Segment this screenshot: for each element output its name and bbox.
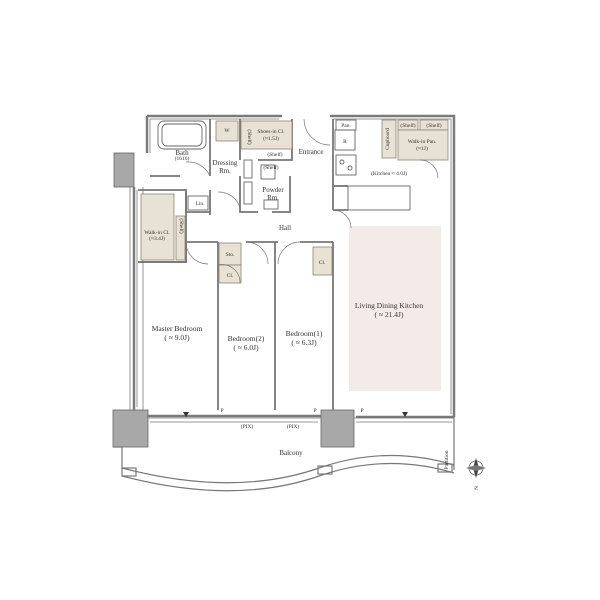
label-ldk: Living Dining Kitchen [355,301,424,310]
label-bath-size: (1616) [175,155,190,162]
label-closet-cl2: Cl. [319,260,326,266]
label-bedroom2: Bedroom(2) [228,334,265,343]
label-bedroom1-size: ( ≈ 6.3J) [291,338,317,347]
label-balcony: Balcony [279,449,303,457]
column-bottom-mid [320,409,355,448]
label-shelf-wic-side: (Shelf) [178,218,185,233]
label-dressing-rm: Rm. [219,167,231,175]
powder-fixtures [187,159,279,211]
bathtub [157,120,207,150]
label-w: W [224,128,230,134]
label-dressing: Dressing [213,159,238,167]
column-bottom-left [112,409,149,448]
label-shelf-shoe: (Shelf) [267,151,282,158]
label-cupboard: Cupboard [385,128,391,150]
label-kitchen: (Kitchen ≈ 4.0J) [371,170,407,177]
storage-areas [140,119,449,284]
label-closet-cl1: Cl. [227,273,234,279]
label-pix-right: (PIX) [287,423,300,430]
compass-north-label: N [474,486,480,490]
label-shelf-powder: (Shelf) [263,164,278,171]
label-master-bedroom-size: ( ≈ 9.0J) [164,333,190,342]
label-master-bedroom: Master Bedroom [152,324,203,333]
label-p3: P [360,408,363,414]
label-pantry: Pan. [341,123,351,129]
label-shelf-shoe-side: (Shelf) [246,129,253,144]
label-partition: Partition [444,450,450,469]
kitchen-counter [334,119,411,211]
label-ldk-size: ( ≈ 21.4J) [375,310,404,319]
label-bath: Bath [175,149,189,157]
column-top-left [113,152,135,188]
label-shelf-wic2: (Shelf) [426,122,441,129]
label-pix-left: (PIX) [241,423,254,430]
ldk-floor-highlight [349,226,441,391]
label-walkin-pantry: Walk-in Pan. [408,139,437,145]
label-shelf-wic1: (Shelf) [400,122,415,129]
window-arrow-right [402,412,408,417]
label-powder: Powder [262,186,284,194]
label-walkin-closet: Walk-in Cl. [144,230,170,236]
label-bedroom1: Bedroom(1) [286,329,323,338]
label-walkin-closet-size: (≈3.4J) [149,235,165,242]
interior-walls [138,119,348,410]
label-hall: Hall [279,224,291,232]
label-entrance: Entrance [299,148,324,156]
label-p1: P [220,408,223,414]
label-shoe-closet: Shoes-in Cl. [257,129,285,135]
label-shoe-closet-size: (≈1.5J) [263,135,279,142]
label-walkin-pantry-size: (≈1J) [416,145,428,152]
label-refrigerator: R [343,139,347,145]
label-p2: P [313,408,316,414]
label-storage: Sto. [226,252,235,258]
north-compass-icon [466,458,486,478]
label-powder-rm: Rm. [267,194,279,202]
balcony-outline [113,417,455,492]
label-linen: Lin. [195,201,205,207]
label-bedroom2-size: ( ≈ 6.0J) [233,343,259,352]
window-arrow-left [183,412,189,417]
doors [185,118,439,284]
